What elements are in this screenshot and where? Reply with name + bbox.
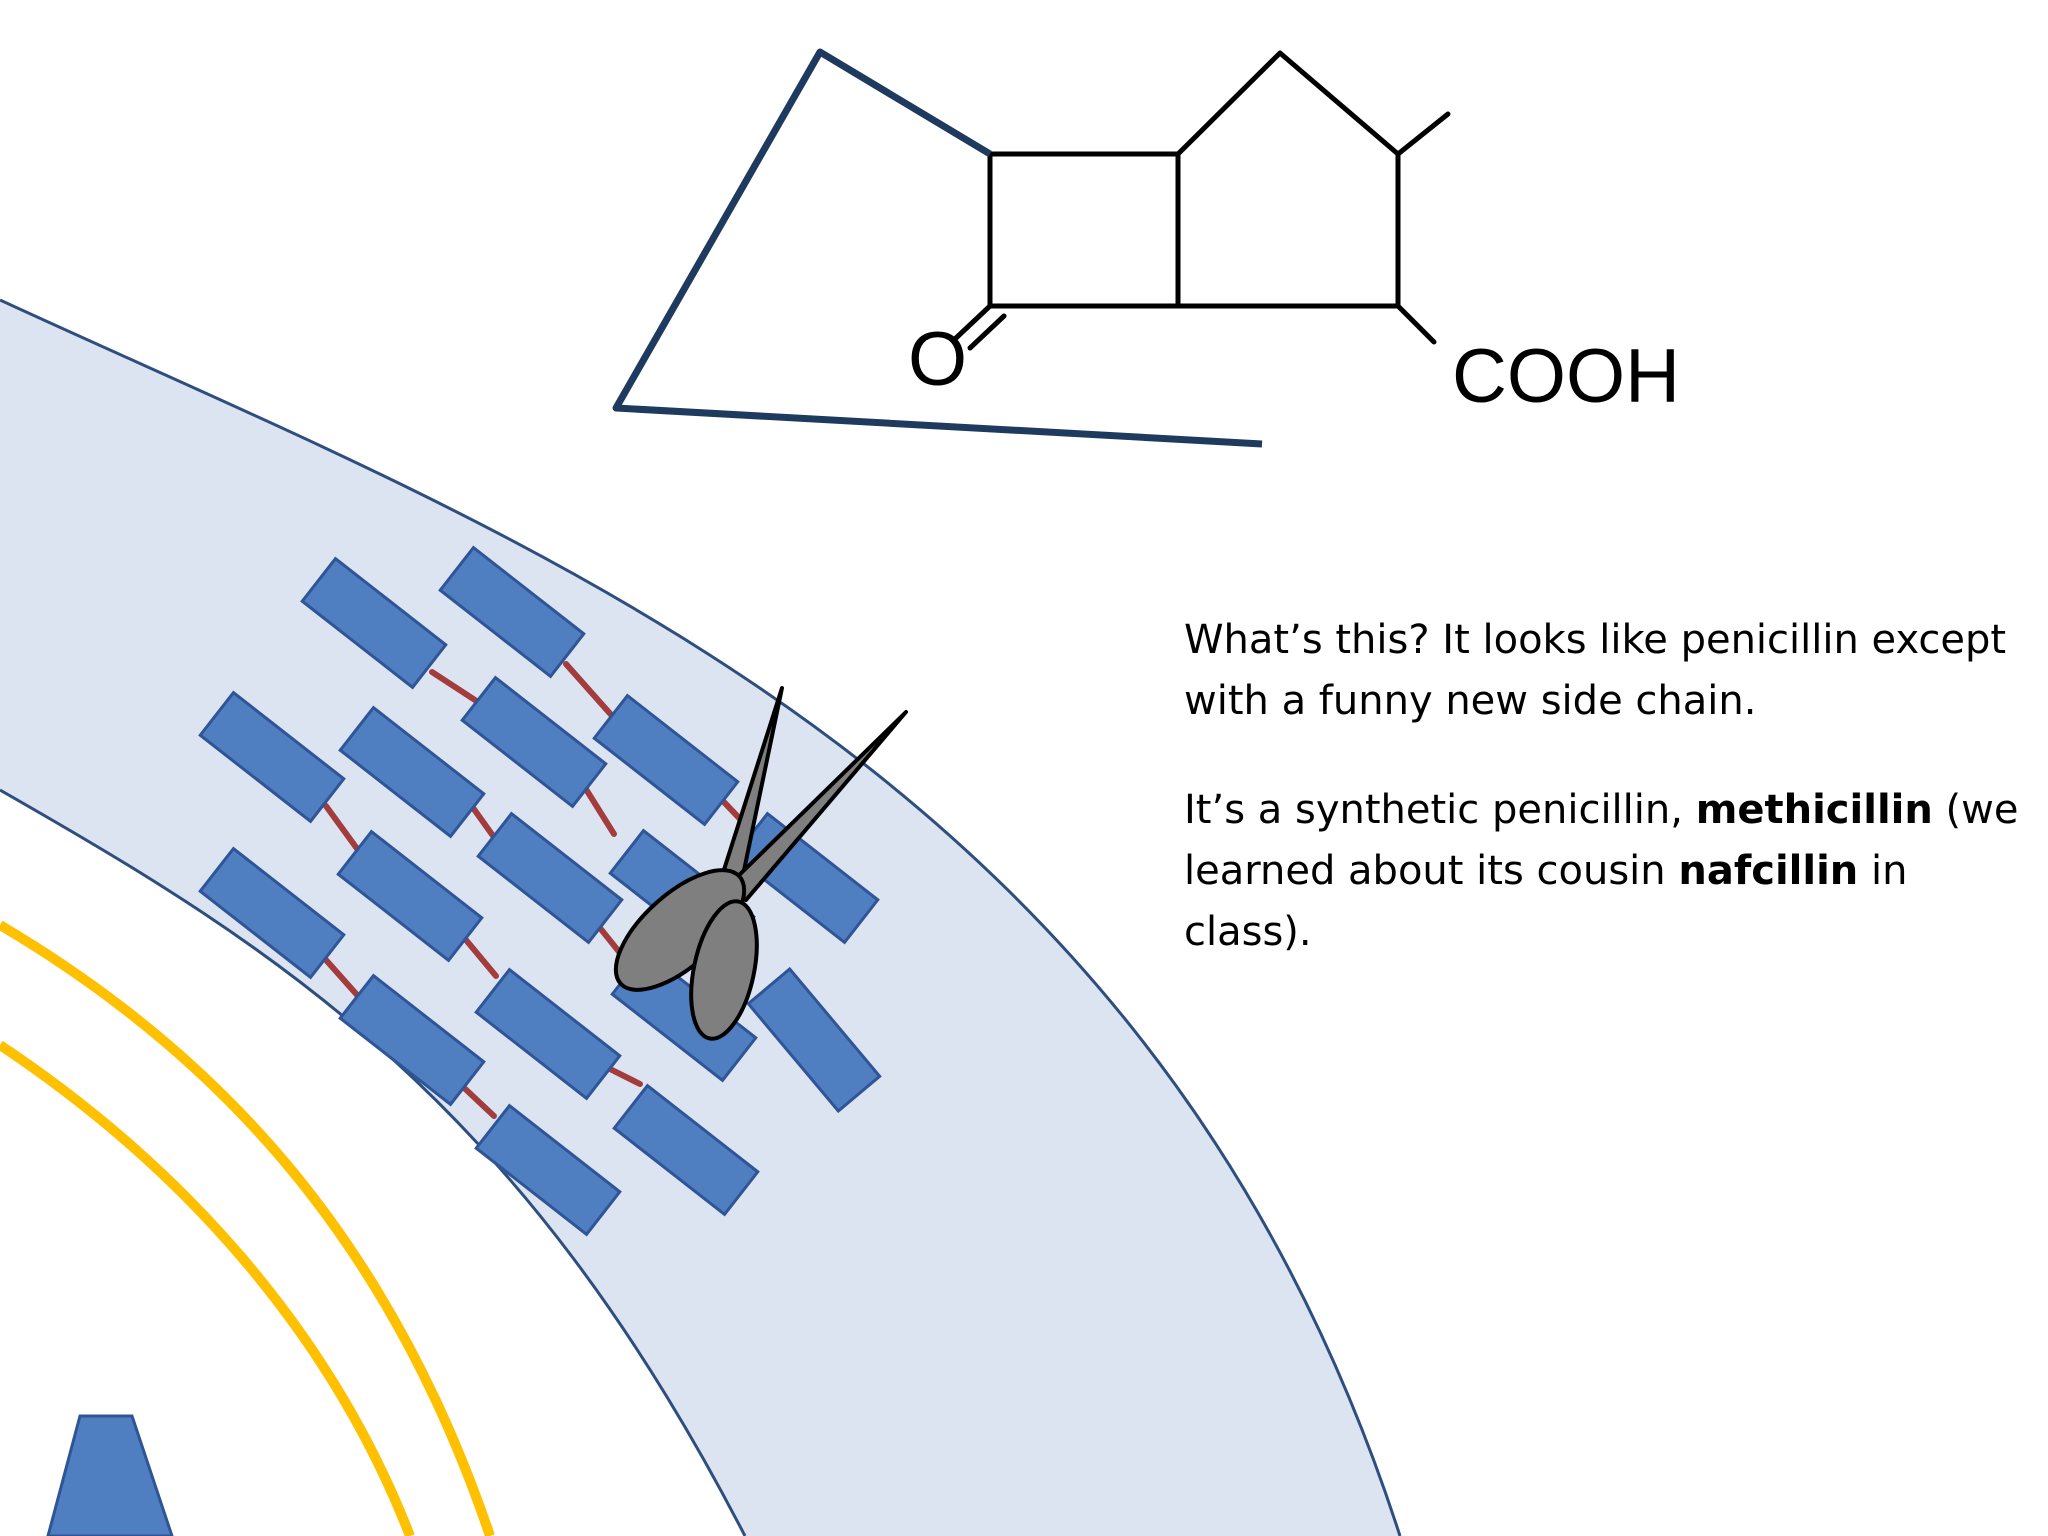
carbonyl-bond-double <box>967 313 1007 351</box>
p2-end: in class). <box>1184 848 1908 955</box>
peptidoglycan-block <box>338 705 486 839</box>
beta-lactam-ring <box>987 151 1181 309</box>
p2-start: It’s a synthetic penicillin, <box>1184 787 1696 833</box>
peptidoglycan-block <box>338 973 486 1107</box>
methicillin-term: methicillin <box>1695 787 1933 833</box>
peptidoglycan-block <box>336 829 484 963</box>
membrane-protein-icon <box>46 1414 174 1536</box>
crosslink <box>323 803 361 853</box>
oxygen-label: O <box>908 317 967 402</box>
carboxyl-label: COOH <box>1452 334 1680 419</box>
explanation-text: What’s this? It looks like penicillin ex… <box>1184 610 2044 1011</box>
explanation-paragraph-2: It’s a synthetic penicillin, methicillin… <box>1184 780 2044 963</box>
scissors-icon <box>613 686 908 1041</box>
carbonyl-bond <box>953 303 993 341</box>
membrane-inner-line <box>0 1040 415 1536</box>
penicillin-structure <box>953 50 1451 351</box>
methyl-bond <box>1395 111 1451 157</box>
nafcillin-term: nafcillin <box>1678 848 1859 894</box>
cell-wall-outer-edge <box>0 298 1402 1536</box>
peptidoglycan-block <box>746 966 882 1114</box>
peptidoglycan-block <box>438 545 586 679</box>
crosslink <box>581 783 617 837</box>
crosslink <box>429 669 481 705</box>
crosslink <box>563 661 617 721</box>
peptidoglycan-block <box>612 1083 760 1217</box>
peptidoglycan-block <box>474 1103 622 1237</box>
peptidoglycan-block <box>476 811 624 945</box>
side-chain <box>612 48 1263 448</box>
p2-mid: (we learned about its cousin <box>1184 787 2019 894</box>
membrane-outer-line <box>0 920 495 1536</box>
carboxyl-bond <box>1395 303 1437 345</box>
peptidoglycan-block <box>198 846 346 980</box>
peptidoglycan-block <box>460 675 608 809</box>
crosslink <box>457 1081 497 1119</box>
crosslink <box>463 937 499 979</box>
peptidoglycan-block <box>300 556 448 690</box>
peptidoglycan-block <box>592 693 740 827</box>
scissors-handle <box>689 899 759 1041</box>
explanation-paragraph-1: What’s this? It looks like penicillin ex… <box>1184 617 2007 724</box>
peptidoglycan-block <box>198 690 346 824</box>
thiazolidine-ring <box>1175 50 1401 309</box>
crosslink <box>323 957 361 999</box>
peptidoglycan-block <box>474 967 622 1101</box>
